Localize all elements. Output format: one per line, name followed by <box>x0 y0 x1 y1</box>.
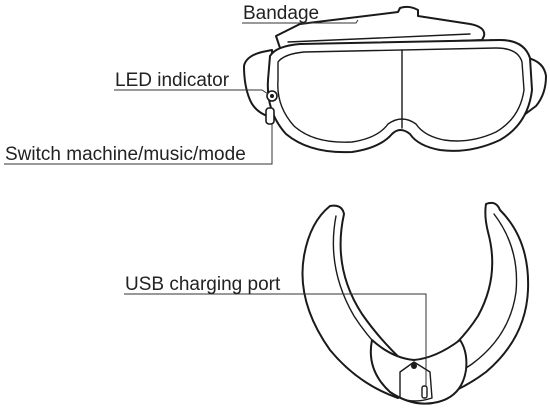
eye-massager-bottom-view <box>301 201 530 405</box>
usb-port-label: USB charging port <box>125 274 281 295</box>
usb-port-leader <box>124 293 427 386</box>
left-side-wing <box>243 49 275 119</box>
switch-button <box>265 107 275 125</box>
bandage-label: Bandage <box>243 3 319 24</box>
led-indicator-leader <box>114 89 269 95</box>
leader-lines <box>4 19 427 386</box>
bandage-strap-inner <box>287 33 471 43</box>
bandage-leader <box>242 19 359 24</box>
usb-port-dot <box>411 363 417 369</box>
bandage-strap <box>275 5 486 49</box>
switch-label: Switch machine/music/mode <box>5 144 246 165</box>
eye-massager-front-view <box>243 5 547 154</box>
bottom-center-wedge <box>399 361 433 402</box>
switch-leader <box>4 124 273 165</box>
goggle-inner-rim <box>277 47 525 143</box>
bottom-center-panel <box>369 339 468 405</box>
led-indicator-dot-center <box>270 94 274 98</box>
goggle-body <box>266 39 533 154</box>
usb-charging-port <box>421 385 428 399</box>
led-indicator-label: LED indicator <box>115 70 230 91</box>
